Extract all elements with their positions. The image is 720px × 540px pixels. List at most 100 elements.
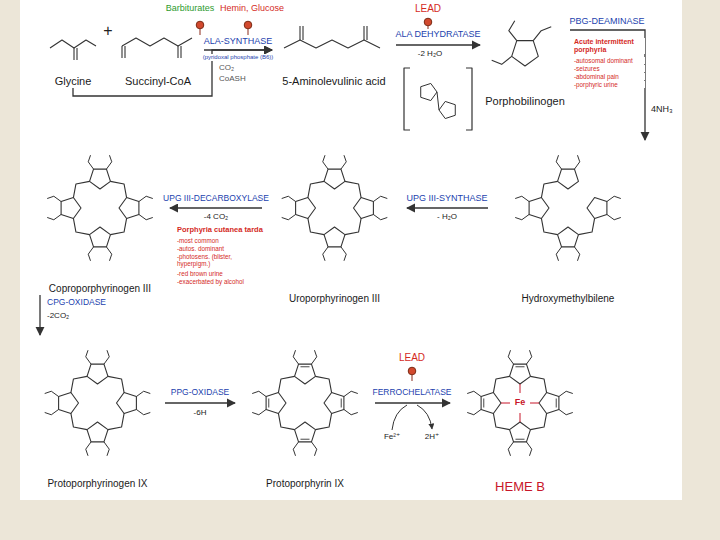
bond-line bbox=[530, 376, 546, 392]
annotation: Fe bbox=[514, 397, 527, 407]
reaction-arrow bbox=[170, 207, 262, 208]
molecule-name: Protoporphyrin IX bbox=[265, 478, 345, 490]
bond-line bbox=[341, 247, 346, 261]
bond-line bbox=[515, 214, 529, 219]
bond-line bbox=[341, 398, 342, 407]
bond-line bbox=[526, 442, 531, 456]
bond-line bbox=[324, 227, 345, 247]
enzyme-label: UPG III-SYNTHASE bbox=[405, 193, 488, 203]
enzyme-label: UPG III-DECARBOXYLASE bbox=[162, 194, 270, 204]
bond-line bbox=[607, 196, 621, 201]
bond-line bbox=[439, 101, 455, 118]
bond-line bbox=[345, 218, 361, 234]
bond-line bbox=[529, 198, 549, 219]
molecule: Uroporphyrinogen III bbox=[262, 140, 407, 305]
bond-line bbox=[252, 391, 266, 396]
bond-line bbox=[284, 40, 380, 48]
bond-line bbox=[106, 247, 111, 261]
bond-line bbox=[139, 196, 153, 201]
annotation: -6H bbox=[193, 408, 208, 417]
cofactor-curve bbox=[417, 405, 432, 429]
inhibition-tick bbox=[200, 29, 201, 35]
bond-line bbox=[293, 350, 298, 364]
enzyme-label: ALA-SYNTHASE bbox=[203, 36, 274, 46]
reaction-arrow bbox=[396, 44, 480, 45]
molecule-name: Protoporphyrinogen IX bbox=[46, 478, 148, 490]
bond-line bbox=[88, 247, 93, 261]
bond-line bbox=[122, 38, 192, 46]
bond-line bbox=[117, 393, 137, 414]
enzyme-label: CPG-OXIDASE bbox=[46, 298, 107, 308]
bond-line bbox=[345, 181, 361, 197]
bond-line bbox=[308, 218, 324, 234]
bond-line bbox=[515, 366, 524, 367]
bond-line bbox=[104, 350, 109, 364]
bond-line bbox=[363, 26, 364, 40]
enzyme-label: FERROCHELATASE bbox=[371, 388, 452, 398]
molecule-name: Porphobilinogen bbox=[484, 95, 566, 108]
bond-line bbox=[508, 442, 513, 456]
bond-line bbox=[315, 413, 331, 429]
molecule-name: Coproporphyrinogen III bbox=[48, 283, 152, 295]
bond-line bbox=[366, 26, 367, 40]
bond-line bbox=[104, 442, 109, 456]
bond-line bbox=[73, 218, 89, 234]
bond-line bbox=[278, 413, 294, 429]
bond-line bbox=[295, 364, 316, 384]
annotation: -most common bbox=[176, 237, 264, 244]
bond-line bbox=[108, 376, 124, 392]
bond-line bbox=[520, 384, 521, 393]
reaction-arrow bbox=[407, 207, 488, 208]
bond-line bbox=[373, 214, 387, 219]
bond-line bbox=[110, 218, 126, 234]
bond-line bbox=[300, 366, 309, 367]
annotation: LEAD bbox=[398, 352, 426, 364]
inhibitor-dot bbox=[424, 18, 432, 26]
molecule-name: Succinyl-CoA bbox=[124, 75, 192, 88]
enzyme-label: PBG-DEAMINASE bbox=[568, 16, 645, 26]
annotation: LEAD bbox=[414, 3, 442, 15]
molecule: Protoporphyrinogen IX bbox=[30, 335, 165, 490]
bond-line bbox=[515, 439, 524, 440]
bond-line bbox=[354, 198, 374, 219]
bond-line bbox=[515, 196, 529, 201]
bond-line bbox=[558, 227, 579, 247]
bond-line bbox=[110, 181, 126, 197]
bond-line bbox=[45, 409, 59, 414]
annotation: Acute intermittent porphyria bbox=[573, 38, 645, 54]
bond-line bbox=[510, 422, 531, 442]
reaction-arrow bbox=[204, 49, 272, 50]
bond-line bbox=[481, 393, 501, 414]
molecule-name: Uroporphyrinogen III bbox=[288, 293, 381, 305]
annotation: 2H⁺ bbox=[424, 432, 440, 441]
reaction-arrow bbox=[375, 402, 450, 403]
bond-line bbox=[512, 41, 539, 66]
bond-line bbox=[73, 48, 74, 60]
bond-line bbox=[311, 442, 316, 456]
bond-line bbox=[136, 409, 150, 414]
bond-line bbox=[421, 83, 437, 100]
annotation: Fe²⁺ bbox=[383, 432, 401, 441]
bond-line bbox=[344, 391, 358, 396]
bond-line bbox=[323, 155, 328, 169]
bond-line bbox=[278, 376, 294, 392]
bond-line bbox=[344, 409, 358, 414]
annotation: Hemin, Glucose bbox=[219, 3, 285, 13]
bond-line bbox=[90, 227, 111, 247]
molecule: Glycine bbox=[40, 10, 106, 88]
annotation: -abdominal pain bbox=[573, 73, 645, 80]
bond-line bbox=[87, 422, 108, 442]
bond-line bbox=[558, 169, 579, 189]
bond-line bbox=[293, 442, 298, 456]
bond-line bbox=[501, 403, 510, 404]
bond-line bbox=[492, 56, 512, 64]
annotation: -seizures bbox=[573, 65, 645, 72]
inhibitor-dot bbox=[408, 367, 416, 375]
bond-line bbox=[541, 181, 557, 197]
bond-line bbox=[574, 247, 579, 261]
molecule-name: 5-Aminolevulinic acid bbox=[281, 75, 386, 88]
enzyme-label: PPG-OXIDASE bbox=[170, 388, 231, 398]
bond-line bbox=[300, 439, 309, 440]
annotation: -2 H₂O bbox=[417, 49, 443, 58]
